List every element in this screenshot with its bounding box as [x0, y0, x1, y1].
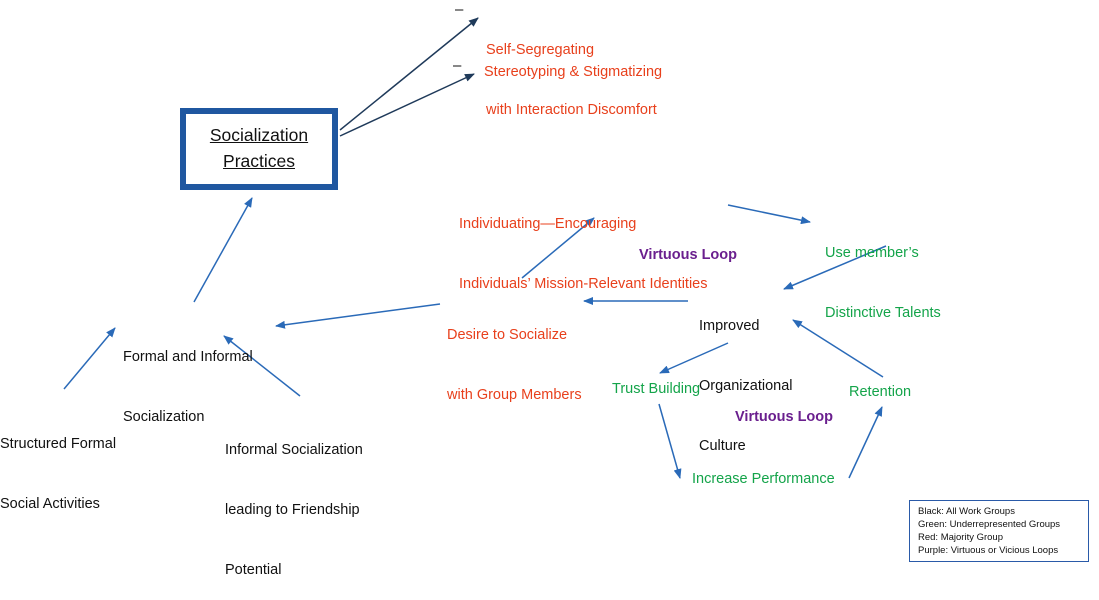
node-formal-informal: Formal and Informal Socialization	[123, 307, 253, 447]
node-text: Structured Formal	[0, 436, 117, 452]
legend-item: Black: All Work Groups	[918, 506, 1015, 517]
color-legend: Black: All Work Groups Green: Underrepre…	[909, 500, 1089, 562]
arrow-use-member-to-culture	[783, 245, 887, 290]
arrow-informal-to-formal	[223, 335, 301, 397]
arrow-desire-to-formal	[275, 303, 441, 329]
node-text: Organizational	[699, 378, 793, 394]
node-text: leading to Friendship	[225, 502, 360, 518]
arrow-to-stereotyping	[339, 73, 475, 137]
arrow-retention-to-culture	[792, 319, 884, 378]
node-text: Individuating—Encouraging	[459, 216, 637, 232]
legend-item: Red: Majority Group	[918, 532, 1004, 543]
node-desire-to-socialize: Desire to Socialize with Group Members	[447, 285, 582, 425]
node-text: Use member’s	[825, 245, 919, 261]
negative-sign: –	[455, 1, 464, 18]
node-text: Distinctive Talents	[825, 305, 941, 321]
node-individuating: Individuating—Encouraging Individuals’ M…	[459, 174, 708, 314]
virtuous-loop-label-2: Virtuous Loop	[735, 409, 834, 425]
node-retention: Retention	[849, 384, 912, 400]
arrow-individuating-to-use-member	[727, 204, 811, 225]
node-use-member-talents: Use member’s Distinctive Talents	[825, 203, 941, 343]
arrow-performance-to-retention	[848, 406, 883, 479]
node-text: Self-Segregating	[486, 42, 595, 58]
arrow-trust-to-performance	[658, 403, 682, 479]
arrow-to-self-segregating	[339, 17, 479, 131]
arrow-structured-to-formal	[63, 327, 116, 390]
legend-item: Green: Underrepresented Groups	[918, 519, 1061, 530]
node-text: Formal and Informal	[123, 349, 253, 365]
node-structured-formal: Structured Formal Social Activities	[0, 394, 116, 534]
node-text: with Group Members	[447, 387, 582, 403]
node-text: Culture	[699, 438, 746, 454]
node-text: Social Activities	[0, 496, 100, 512]
node-text: Socialization	[123, 409, 205, 425]
node-improved-culture: Improved Organizational Culture	[699, 276, 793, 476]
node-text: Individuals’ Mission-Relevant Identities	[459, 276, 708, 292]
arrow-culture-to-trust	[659, 342, 729, 374]
negative-sign: –	[453, 57, 462, 74]
arrows-layer	[63, 17, 887, 479]
node-trust-building: Trust Building	[612, 381, 701, 397]
node-self-segregating: Self-Segregating with Interaction Discom…	[486, 0, 657, 140]
main-box-line2: Practices	[223, 151, 295, 171]
virtuous-loop-label-1: Virtuous Loop	[639, 247, 738, 263]
node-stereotyping: Stereotyping & Stigmatizing	[484, 64, 663, 80]
node-informal-socialization: Informal Socialization leading to Friend…	[225, 400, 363, 600]
node-text: Desire to Socialize	[447, 327, 568, 343]
node-text: Improved	[699, 318, 760, 334]
node-text: with Interaction Discomfort	[486, 102, 657, 118]
arrow-desire-to-individuating	[521, 217, 595, 279]
socialization-practices-box: Socialization Practices	[180, 108, 338, 190]
arrow-formal-to-socialization-box	[193, 197, 253, 303]
node-text: Potential	[225, 562, 282, 578]
node-increase-performance: Increase Performance	[692, 471, 835, 487]
node-text: Informal Socialization	[225, 442, 363, 458]
legend-item: Purple: Virtuous or Vicious Loops	[918, 545, 1059, 556]
main-box-line1: Socialization	[209, 125, 309, 145]
